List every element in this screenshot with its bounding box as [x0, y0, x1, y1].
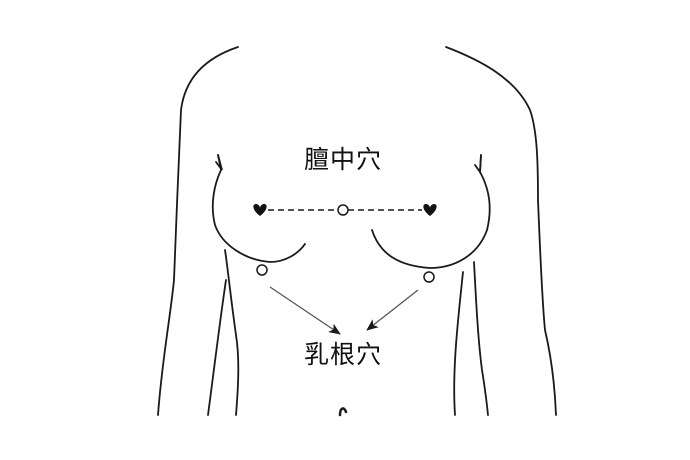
- navel: [338, 407, 348, 417]
- right-breast-tick: [474, 154, 482, 175]
- left-breast-tick: [215, 154, 223, 171]
- right-rugen-point-icon: [423, 271, 435, 283]
- left-breast-outline: [211, 154, 306, 263]
- right-inner-arm-outline: [453, 271, 464, 416]
- arrows: [269, 286, 419, 335]
- left-nipple-heart-icon: [253, 204, 267, 216]
- right-breast-outline: [371, 154, 491, 269]
- left-torso-outline: [224, 249, 240, 416]
- left-outer-arm-outline: [157, 46, 239, 416]
- danzhong-point-icon: [337, 204, 349, 216]
- left-inner-arm-outline: [207, 279, 227, 416]
- right-nipple-heart-icon: [423, 204, 437, 216]
- right-outer-arm-outline: [445, 46, 557, 416]
- acupoint-markers: [253, 204, 437, 283]
- body-outline: [157, 46, 557, 417]
- rugen-label: 乳根穴: [303, 340, 383, 369]
- left-arrow: [269, 286, 341, 335]
- right-torso-outline: [473, 261, 489, 416]
- right-arrow: [366, 289, 419, 331]
- left-rugen-point-icon: [256, 264, 268, 276]
- danzhong-label: 膻中穴: [303, 145, 383, 174]
